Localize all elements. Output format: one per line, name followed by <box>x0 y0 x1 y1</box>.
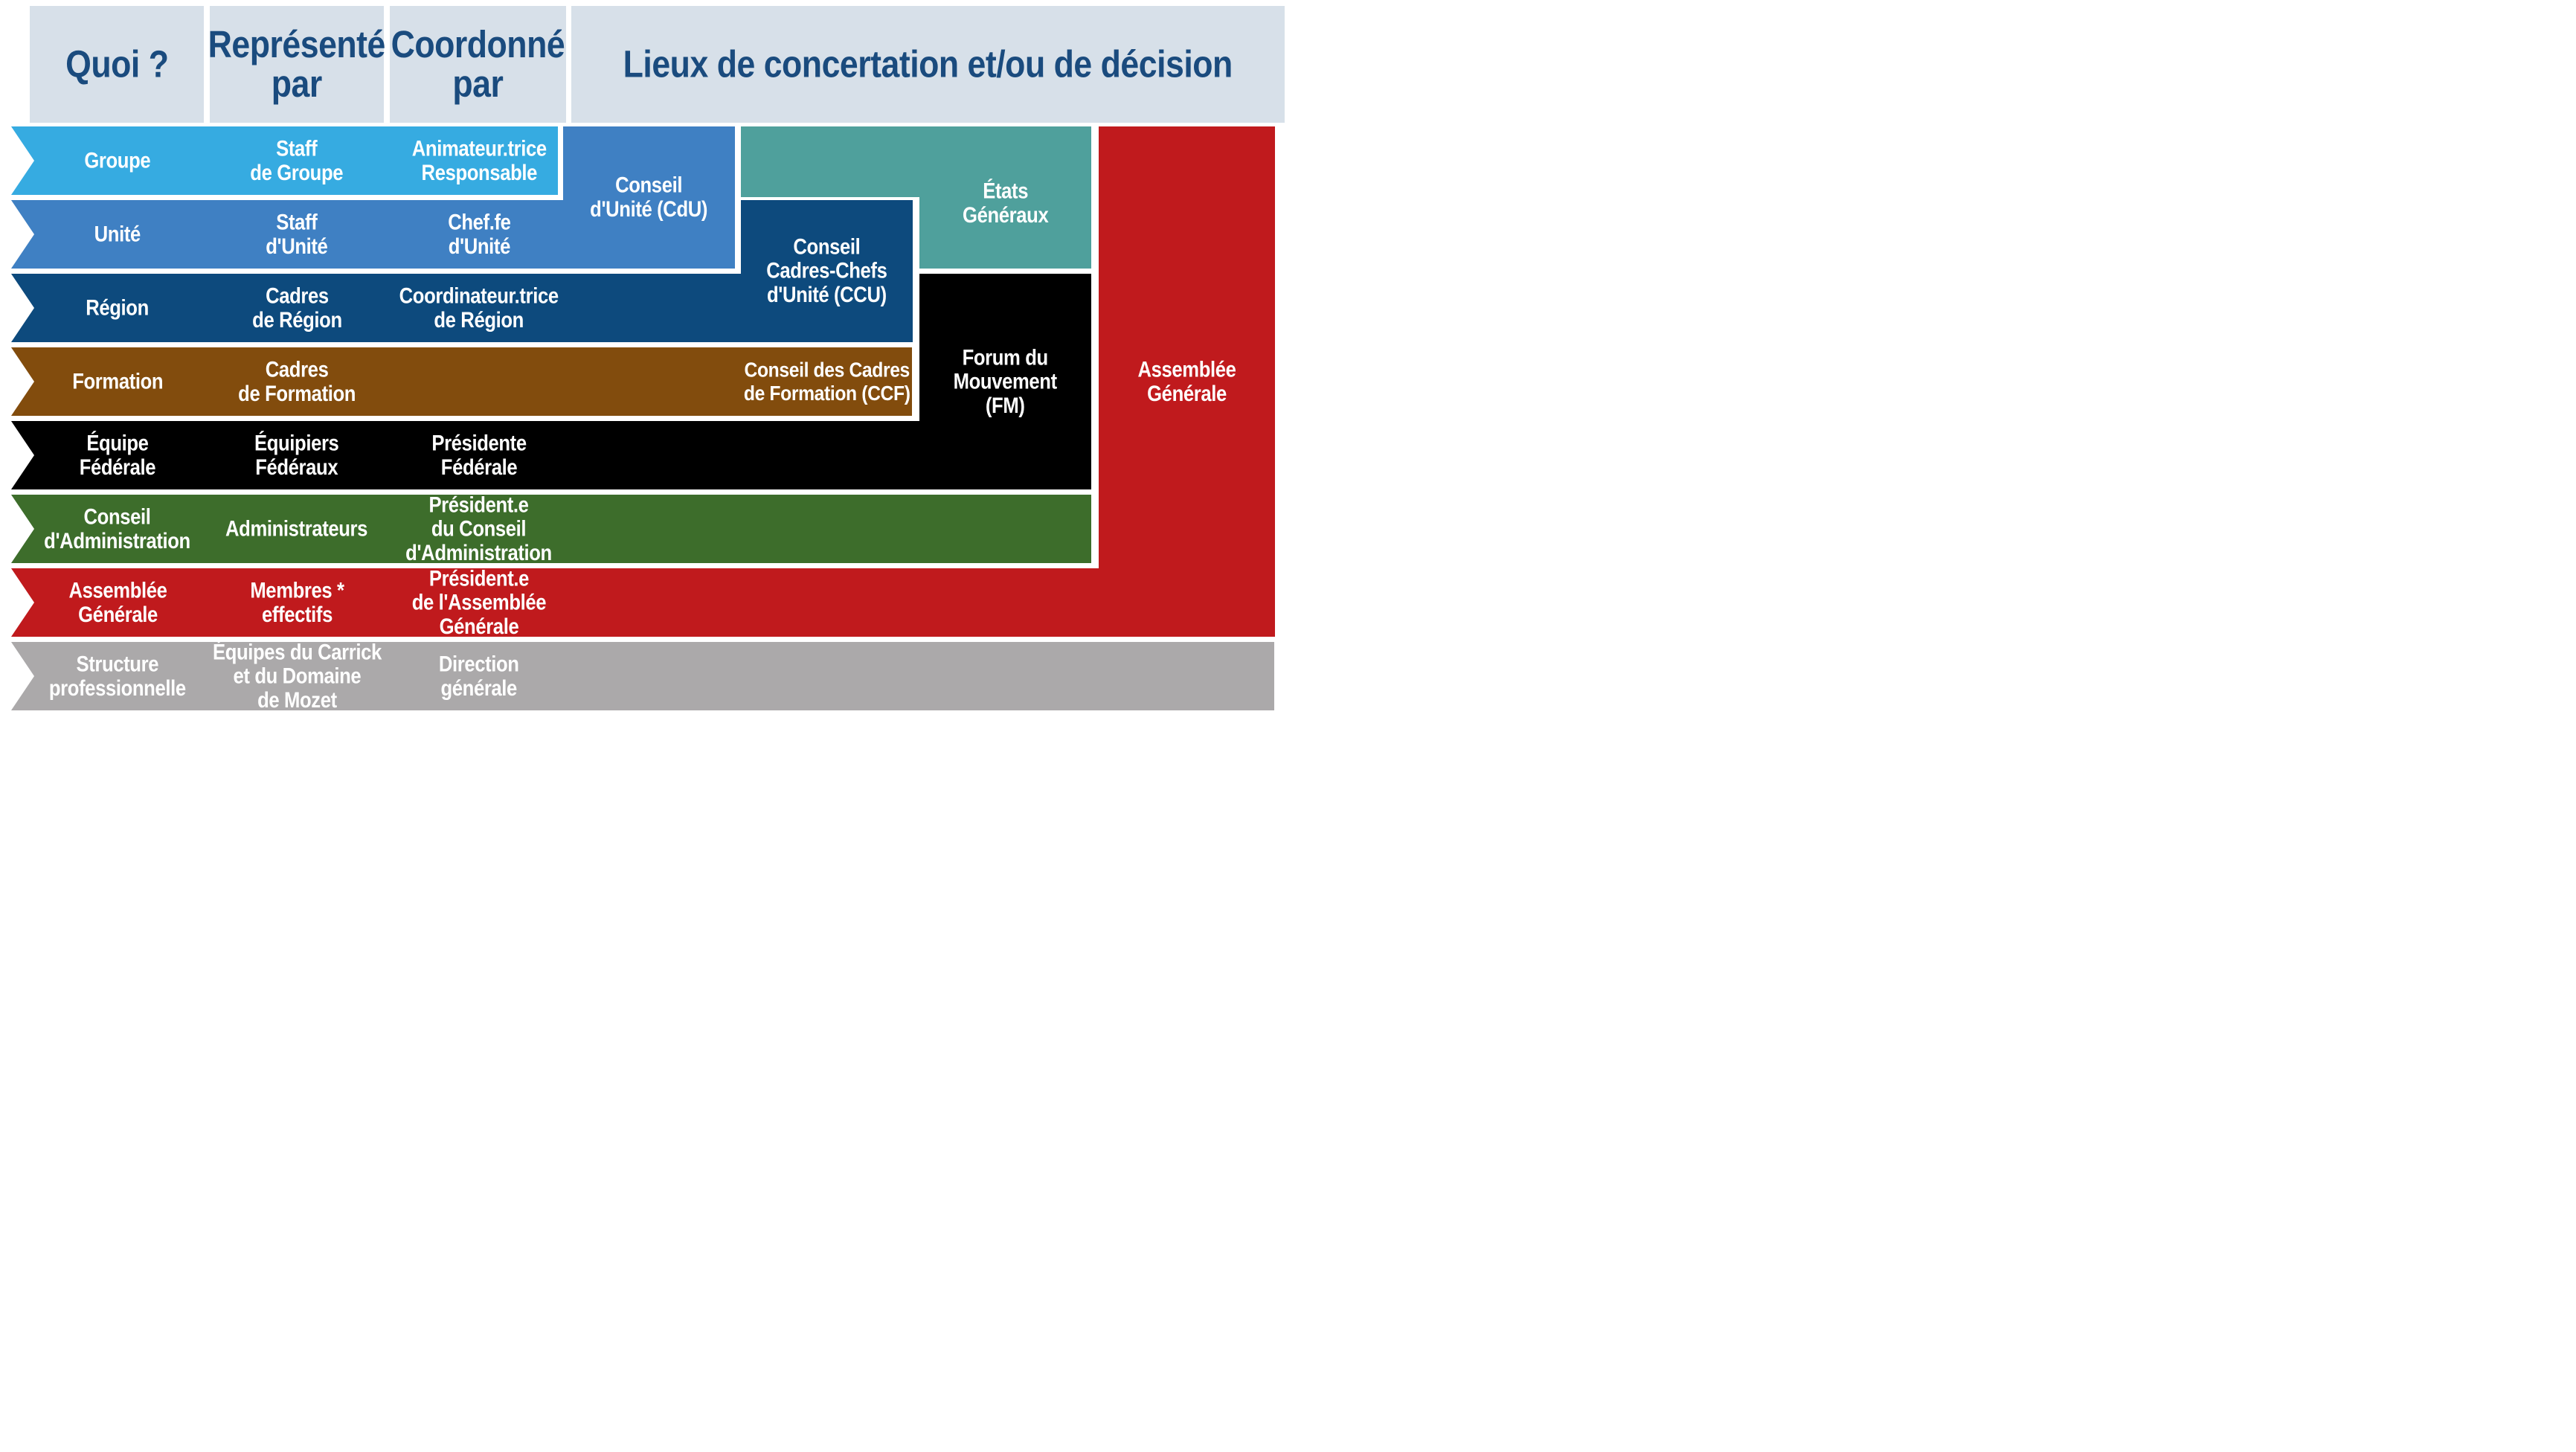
header-col-coordinated-by: Coordonné par <box>390 6 566 123</box>
block-conseil-cadres-formation-label: Conseil des Cadres de Formation (CCF) <box>743 357 910 405</box>
row-band-assemblee-generale <box>11 568 1275 637</box>
row-assemblee-generale-coordinated-by: Président.e de l'Assemblée Générale <box>411 566 547 639</box>
block-etats-generaux-label: États Généraux <box>962 179 1049 228</box>
row-formation-what: Formation <box>72 369 163 394</box>
row-unite-coordinated-by: Chef.fe d'Unité <box>447 210 511 259</box>
row-structure-professionnelle-coordinated-by: Direction générale <box>439 652 519 701</box>
block-conseil-unite <box>563 126 735 269</box>
row-band-groupe <box>11 126 558 195</box>
header-col-coordinated-by-label: Coordonné par <box>391 22 565 105</box>
header-col-represented-by: Représenté par <box>208 6 386 123</box>
block-assemblee-generale <box>1099 126 1275 637</box>
row-groupe-what: Groupe <box>84 148 151 173</box>
row-band-conseil-administration <box>11 495 1091 563</box>
block-forum-mouvement-label: Forum du Mouvement (FM) <box>953 345 1058 418</box>
header-col-what-label: Quoi ? <box>65 42 169 86</box>
header-col-what: Quoi ? <box>30 6 204 123</box>
block-conseil-cadres-chefs-unite <box>741 200 913 342</box>
header-col-places-label: Lieux de concertation et/ou de décision <box>623 42 1233 86</box>
header-col-places: Lieux de concertation et/ou de décision <box>571 6 1285 123</box>
row-groupe-represented-by: Staff de Groupe <box>250 136 344 185</box>
row-unite-represented-by: Staff d'Unité <box>266 210 328 259</box>
row-band-equipe-federale <box>11 421 1091 489</box>
row-structure-professionnelle-represented-by: Équipes du Carrick et du Domaine de Moze… <box>212 640 382 713</box>
row-region-represented-by: Cadres de Région <box>251 283 342 333</box>
row-conseil-administration-what: Conseil d'Administration <box>44 504 191 553</box>
row-groupe-coordinated-by: Animateur.trice Responsable <box>411 136 547 185</box>
block-conseil-unite-label: Conseil d'Unité (CdU) <box>590 173 708 222</box>
block-forum-mouvement <box>919 274 1091 489</box>
block-assemblee-generale-label: Assemblée Générale <box>1137 357 1236 406</box>
org-chart: Quoi ? Représenté par Coordonné par Lieu… <box>0 0 1288 726</box>
row-formation-represented-by: Cadres de Formation <box>238 357 356 406</box>
row-equipe-federale-coordinated-by: Présidente Fédérale <box>431 431 527 480</box>
row-band-formation <box>11 347 912 416</box>
row-conseil-administration-coordinated-by: Président.e du Conseil d'Administration <box>405 492 553 565</box>
row-region-coordinated-by: Coordinateur.trice de Région <box>399 283 559 333</box>
row-band-structure-professionnelle <box>11 642 1274 710</box>
row-equipe-federale-represented-by: Équipiers Fédéraux <box>254 431 339 480</box>
row-conseil-administration-represented-by: Administrateurs <box>225 516 368 542</box>
row-structure-professionnelle-what: Structure professionnelle <box>49 652 186 701</box>
header-col-represented-by-label: Représenté par <box>208 22 386 105</box>
row-assemblee-generale-what: Assemblée Générale <box>68 578 167 627</box>
row-region-what: Région <box>86 295 150 321</box>
row-assemblee-generale-represented-by: Membres * effectifs <box>249 578 344 627</box>
row-equipe-federale-what: Équipe Fédérale <box>79 431 156 480</box>
row-unite-what: Unité <box>94 222 141 247</box>
block-conseil-cadres-chefs-unite-label: Conseil Cadres-Chefs d'Unité (CCU) <box>766 234 887 308</box>
